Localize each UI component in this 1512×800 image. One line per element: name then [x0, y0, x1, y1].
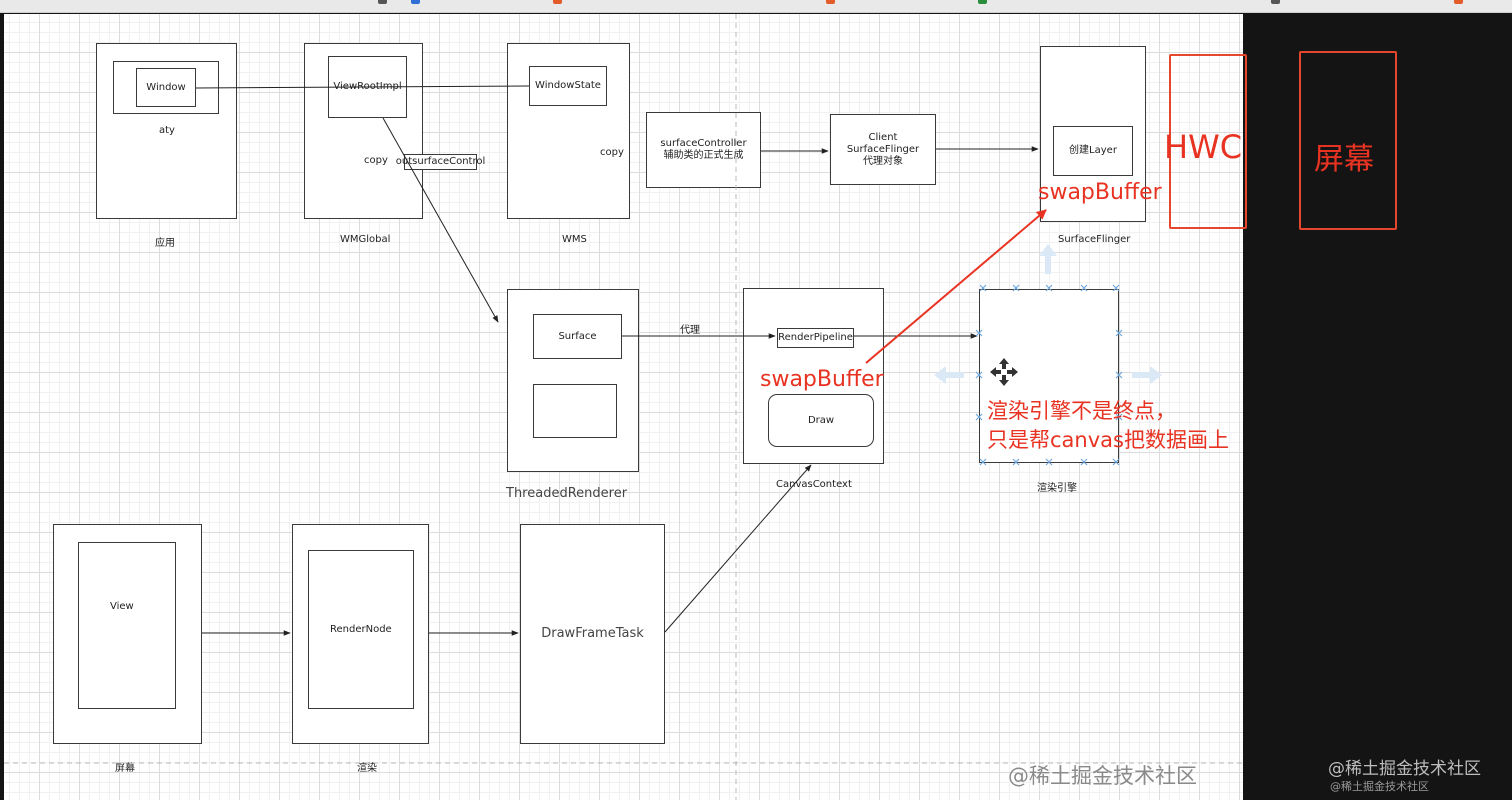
windowstate-label: WindowState — [535, 80, 601, 91]
swapbuffer-annotation-mid: swapBuffer — [760, 367, 884, 392]
copy-label: copy — [364, 155, 388, 166]
tab-favicon — [553, 0, 562, 4]
browser-top-strip — [0, 0, 1512, 13]
draw-frame-task-box[interactable]: DrawFrameTask — [520, 524, 665, 744]
wms-caption: WMS — [562, 234, 587, 245]
render-node-box[interactable] — [308, 550, 414, 709]
draw-frame-task-label: DrawFrameTask — [541, 626, 644, 641]
render-caption: 渲染 — [357, 763, 377, 774]
surface-box[interactable]: Surface — [533, 314, 622, 359]
watermark-text: @稀土掘金技术社区 — [1330, 780, 1429, 793]
render-node-label: RenderNode — [330, 624, 392, 635]
tab-favicon — [826, 0, 835, 4]
wmglobal-caption: WMGlobal — [340, 234, 391, 245]
tab-favicon — [978, 0, 987, 4]
draw-box[interactable]: Draw — [768, 394, 874, 447]
draw-label: Draw — [807, 414, 835, 426]
render-engine-caption: 渲染引擎 — [1037, 483, 1077, 494]
render-pipeline-box[interactable]: RenderPipeline — [777, 328, 854, 348]
note-line-1: 渲染引擎不是终点， — [987, 399, 1176, 423]
window-edge — [0, 14, 4, 800]
surface-control-box[interactable]: outsurfaceControl — [396, 154, 485, 170]
screen-caption: 屏幕 — [115, 763, 135, 774]
surface-controller-box[interactable]: surfaceController 辅助类的正式生成 — [646, 112, 761, 188]
tab-favicon — [378, 0, 387, 4]
tab-favicon — [1271, 0, 1280, 4]
viewrootimpl-label: ViewRootImpl — [333, 81, 402, 92]
screen-label: 屏幕 — [1314, 142, 1374, 177]
watermark-text: @稀土掘金技术社区 — [1328, 759, 1481, 779]
view-label: View — [110, 601, 134, 612]
window-label: Window — [146, 81, 186, 93]
view-box[interactable] — [78, 542, 176, 709]
tab-favicon — [411, 0, 420, 4]
app-caption: 应用 — [155, 238, 175, 249]
hwc-box[interactable] — [1169, 54, 1247, 229]
proxy-label: 代理 — [680, 325, 700, 336]
surfaceflinger-caption: SurfaceFlinger — [1058, 234, 1131, 245]
surface-controller-label: surfaceController 辅助类的正式生成 — [660, 138, 747, 161]
aty-label: aty — [159, 125, 175, 136]
surface-label: Surface — [558, 330, 597, 342]
swapbuffer-annotation-top: swapBuffer — [1038, 180, 1162, 205]
create-layer-box[interactable]: 创建Layer — [1053, 126, 1133, 176]
window-box[interactable]: Window — [136, 68, 196, 107]
empty-box[interactable] — [533, 384, 617, 438]
create-layer-label: 创建Layer — [1069, 145, 1117, 156]
surface-control-label: outsurfaceControl — [395, 156, 486, 167]
client-surfaceflinger-box[interactable]: Client SurfaceFlinger 代理对象 — [830, 114, 936, 185]
threaded-renderer-caption: ThreadedRenderer — [506, 486, 628, 501]
client-surfaceflinger-label: Client SurfaceFlinger 代理对象 — [846, 131, 920, 167]
screen-box[interactable] — [1299, 51, 1397, 230]
render-pipeline-label: RenderPipeline — [778, 332, 853, 343]
tab-favicon — [1454, 0, 1463, 4]
copy-label: copy — [600, 147, 624, 158]
note-line-2: 只是帮canvas把数据画上 — [987, 428, 1229, 452]
canvas-context-caption: CanvasContext — [776, 479, 852, 490]
watermark-text: @稀土掘金技术社区 — [1008, 764, 1197, 788]
viewrootimpl-box[interactable]: ViewRootImpl — [328, 56, 407, 118]
hwc-label: HWC — [1164, 128, 1243, 166]
windowstate-box[interactable]: WindowState — [529, 66, 607, 106]
